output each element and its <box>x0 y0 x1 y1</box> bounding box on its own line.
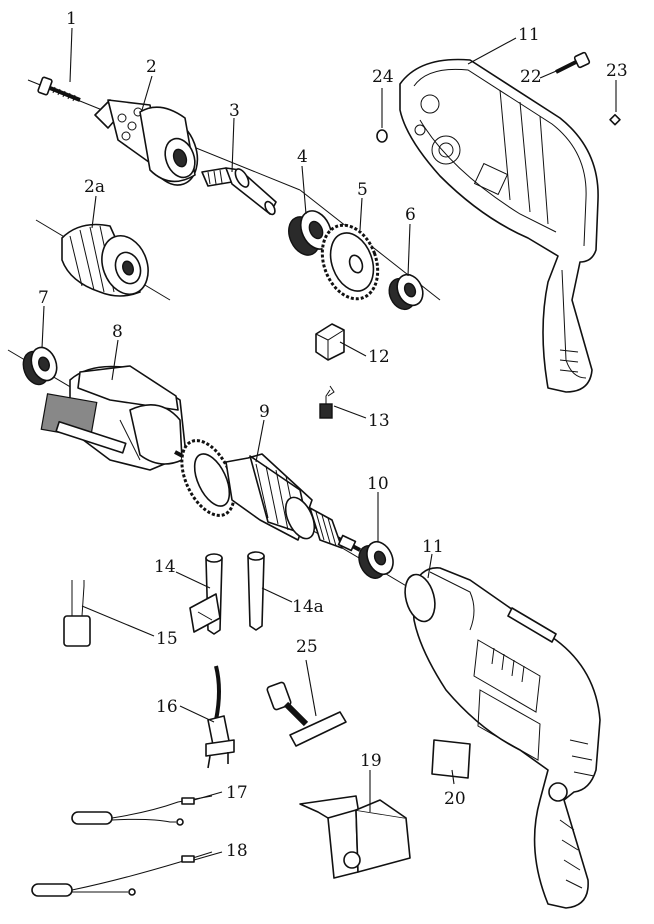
part-24-washer <box>376 129 388 143</box>
part-18-cable <box>31 851 213 897</box>
label-17: 17 <box>226 783 248 803</box>
leader-lines <box>41 27 617 861</box>
label-5: 5 <box>357 180 368 200</box>
label-22: 22 <box>520 67 542 87</box>
label-15: 15 <box>156 629 178 649</box>
label-6: 6 <box>405 205 416 225</box>
label-18: 18 <box>226 841 248 861</box>
label-9: 9 <box>259 402 270 422</box>
part-8-stator <box>40 365 187 471</box>
part-2a-keyless-chuck <box>61 223 149 297</box>
part-10-bearing <box>358 540 394 579</box>
part-16-power-cord <box>205 665 235 769</box>
part-1-screw <box>37 76 81 102</box>
part-7-bearing <box>22 346 58 386</box>
part-3-spindle <box>201 167 277 216</box>
part-4-bearing <box>288 210 333 256</box>
part-14-cover <box>189 553 223 635</box>
part-12-brush-holder <box>315 323 345 361</box>
label-14: 14 <box>154 557 176 577</box>
label-16: 16 <box>156 697 178 717</box>
part-2-keyed-chuck <box>94 99 199 186</box>
part-11-housing-half <box>399 58 599 393</box>
part-9-armature <box>174 439 361 552</box>
part-17-cable <box>71 795 213 826</box>
label-20: 20 <box>444 789 466 809</box>
part-5-gear <box>320 223 380 301</box>
part-13-carbon-brush <box>319 385 335 419</box>
label-1: 1 <box>66 9 77 29</box>
part-23-nut <box>609 113 621 126</box>
part-11-housing-assembled <box>404 567 601 909</box>
label-2: 2 <box>146 57 157 77</box>
label-19: 19 <box>360 751 382 771</box>
part-6-bearing <box>388 273 424 311</box>
part-20-label <box>431 739 471 779</box>
label-4: 4 <box>297 147 308 167</box>
label-24: 24 <box>372 67 394 87</box>
label-11-bottom: 11 <box>422 537 444 557</box>
label-13: 13 <box>368 411 390 431</box>
part-19-switch <box>299 795 411 879</box>
label-3: 3 <box>229 101 240 121</box>
label-8: 8 <box>112 322 123 342</box>
label-12: 12 <box>368 347 390 367</box>
part-15-capacitor <box>63 580 91 647</box>
label-25: 25 <box>296 637 318 657</box>
label-7: 7 <box>38 288 49 308</box>
part-25-chuck-key <box>266 681 347 747</box>
label-23: 23 <box>606 61 628 81</box>
label-2a: 2a <box>84 177 105 197</box>
label-10: 10 <box>367 474 389 494</box>
part-14a-cover <box>247 551 265 631</box>
label-11-top: 11 <box>518 25 540 45</box>
label-14a: 14a <box>292 597 324 617</box>
